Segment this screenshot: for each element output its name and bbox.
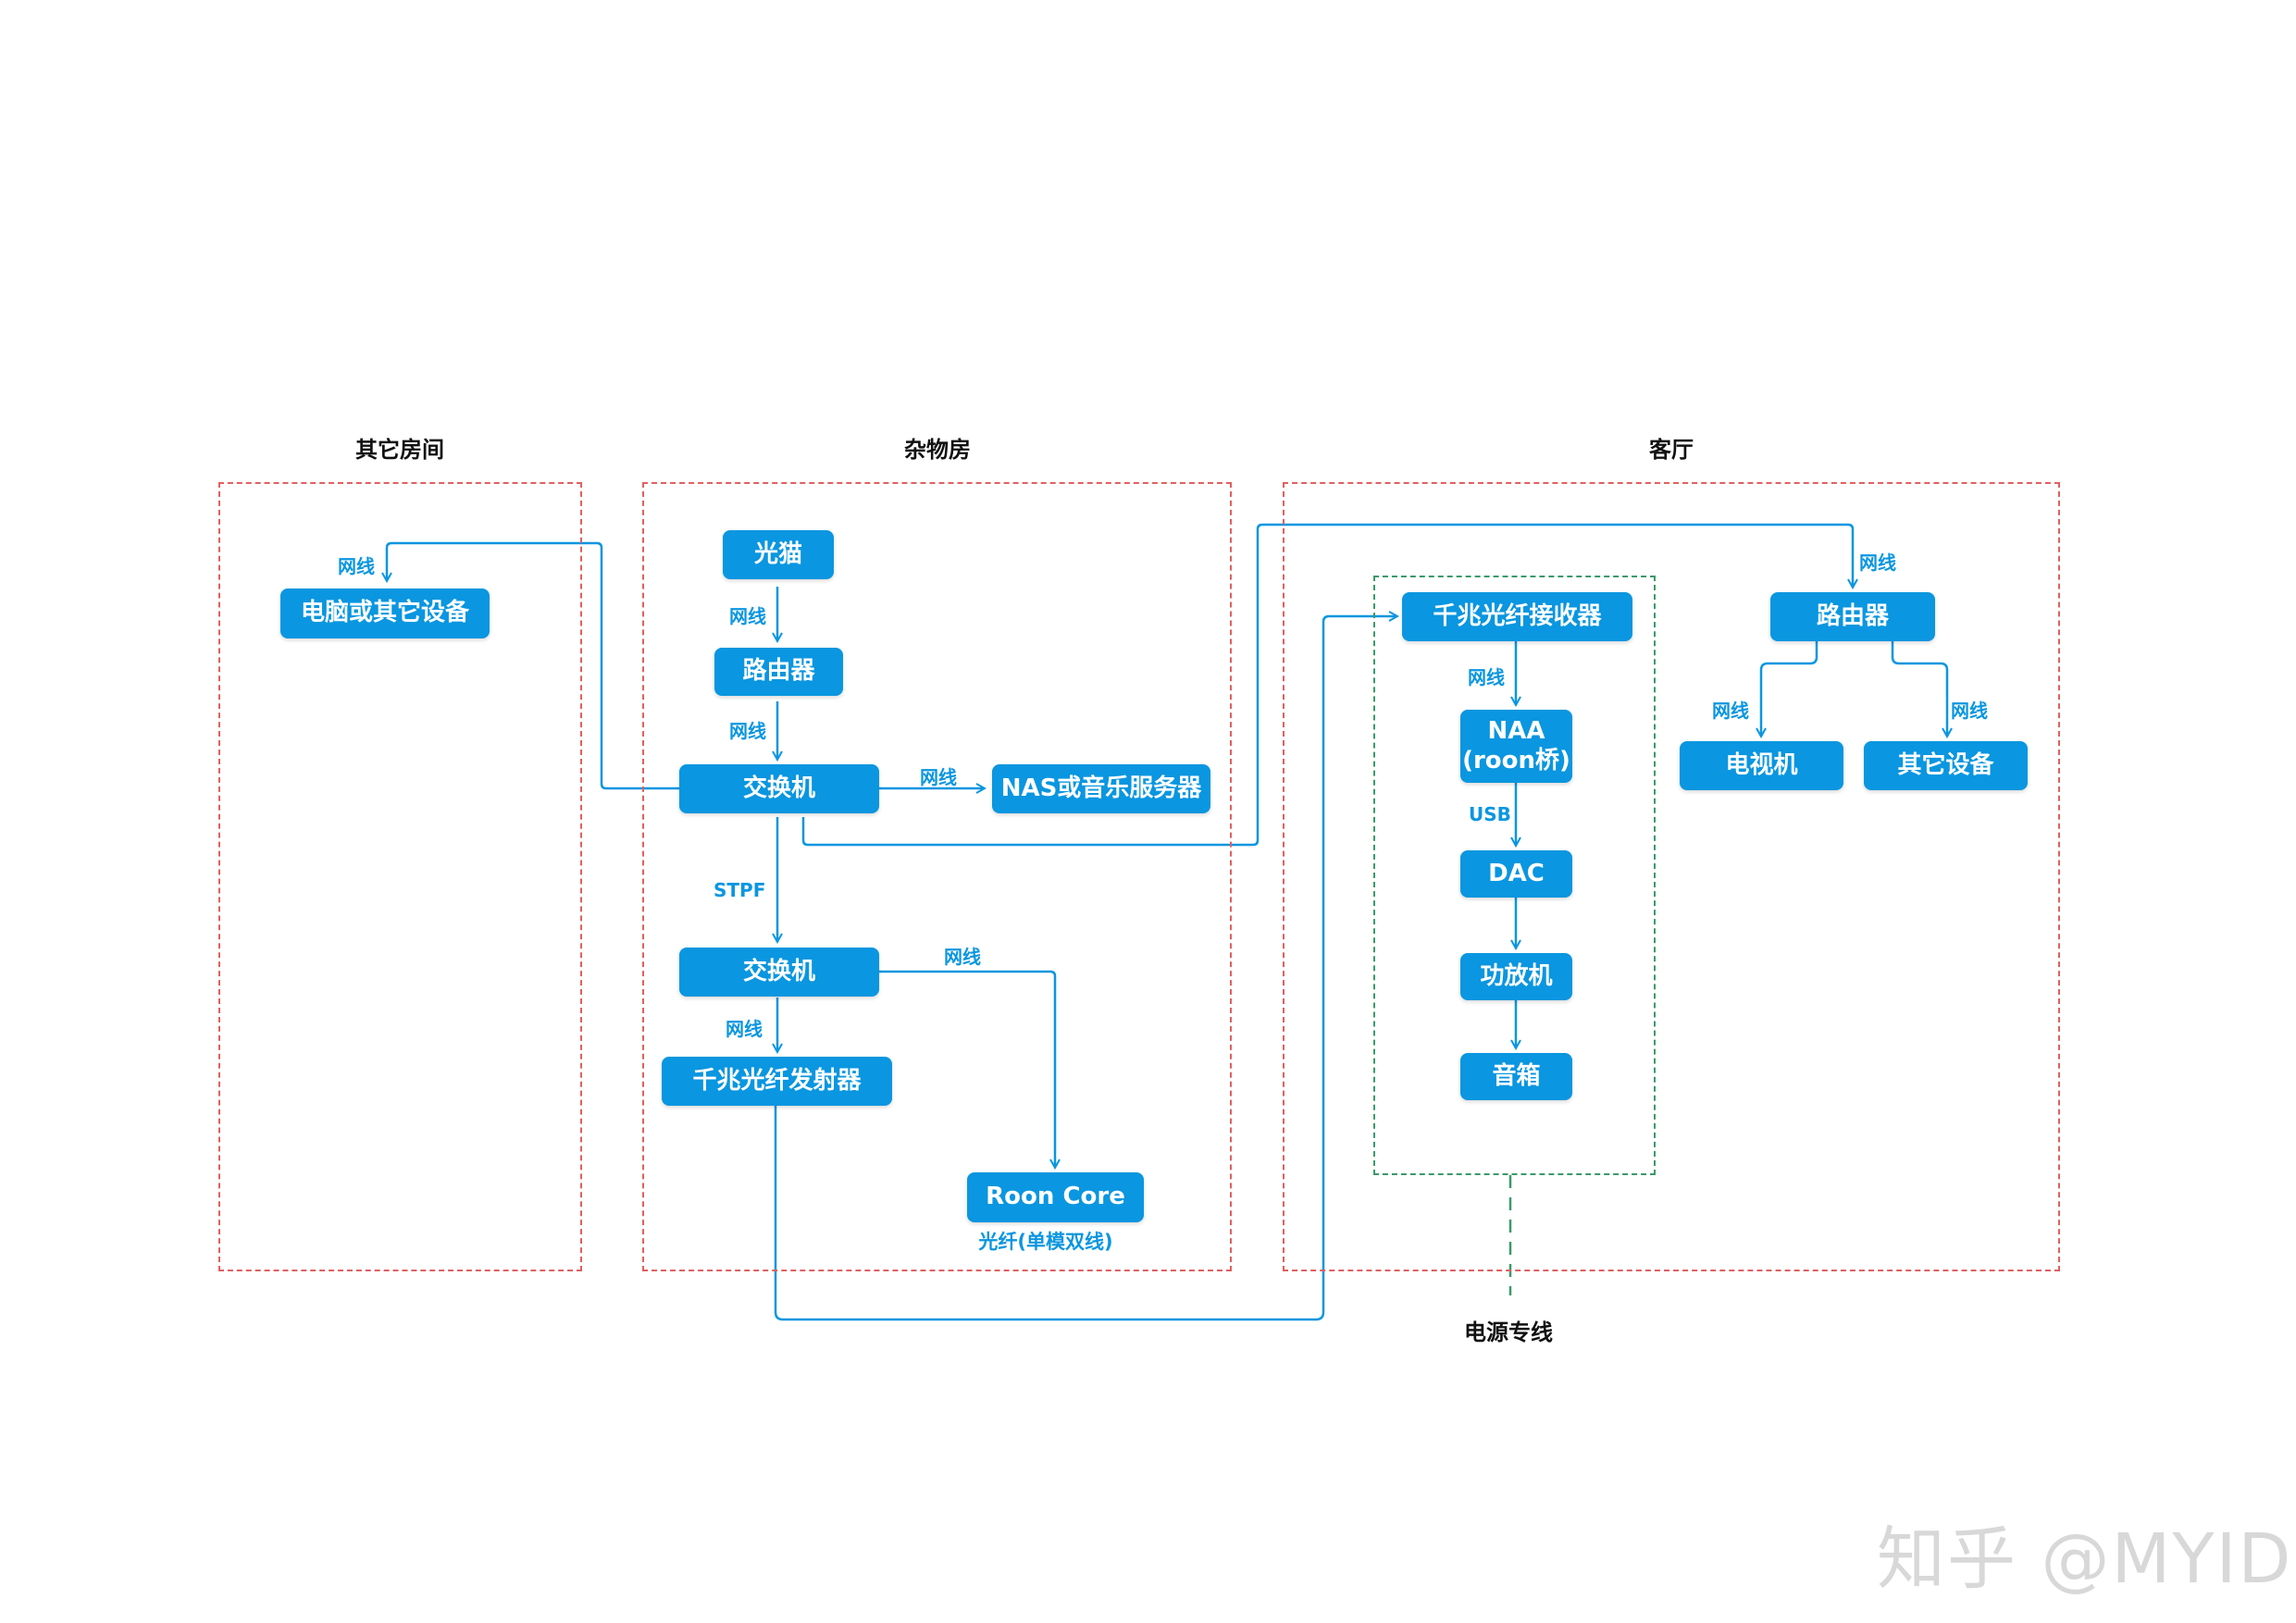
edge-label-pc: 网线 (338, 555, 375, 577)
edge-label-nas: 网线 (920, 766, 957, 788)
edge-router-others (1891, 641, 1947, 737)
region-storage-room (642, 482, 1232, 1271)
power-line-caption: 电源专线 (1464, 1319, 1553, 1345)
node-router-storage: 路由器 (714, 648, 843, 696)
node-nas: NAS或音乐服务器 (992, 764, 1210, 813)
node-speakers: 音箱 (1460, 1053, 1572, 1100)
node-amplifier: 功放机 (1460, 953, 1572, 1000)
edge-label-naa: 网线 (1468, 666, 1505, 688)
audio-zone (1373, 576, 1656, 1175)
edge-label-modem-router: 网线 (729, 605, 766, 627)
edge-fibertx-fiberrx (774, 616, 1397, 1321)
region-living-room (1283, 482, 2060, 1271)
edge-label-fibertx: 网线 (726, 1018, 763, 1040)
node-fiber-receiver: 千兆光纤接收器 (1402, 592, 1632, 641)
node-naa: NAA (roon桥) (1460, 710, 1572, 783)
naa-label-line1: NAA (1487, 717, 1545, 746)
edge-label-router-living: 网线 (1859, 551, 1896, 574)
edge-label-other-devices: 网线 (1951, 700, 1988, 722)
node-switch-2: 交换机 (679, 948, 879, 997)
edge-label-usb: USB (1469, 803, 1511, 825)
node-pc-other: 电脑或其它设备 (280, 588, 490, 638)
node-dac: DAC (1460, 850, 1572, 898)
region-other-room (218, 482, 582, 1271)
edge-switch2-roon (879, 970, 1055, 1168)
edge-switch1-router-living (801, 523, 1853, 847)
node-other-devices: 其它设备 (1864, 741, 2028, 790)
edge-label-router-switch: 网线 (729, 720, 766, 742)
edge-label-stpf: STPF (714, 879, 766, 901)
fiber-caption: 光纤(单模双线) (978, 1231, 1113, 1253)
naa-label-line2: (roon桥) (1462, 746, 1570, 774)
edge-switch1-pc (387, 541, 679, 790)
node-tv: 电视机 (1680, 741, 1843, 790)
node-switch-1: 交换机 (679, 764, 879, 813)
watermark: 知乎 @MYID (1877, 1519, 2293, 1599)
edge-router-tv (1761, 641, 1818, 737)
region-title-living-room: 客厅 (1649, 437, 1694, 463)
node-optical-modem: 光猫 (723, 530, 834, 579)
region-title-other-room: 其它房间 (355, 437, 444, 463)
node-roon-core: Roon Core (967, 1172, 1144, 1222)
node-router-living: 路由器 (1770, 592, 1935, 641)
node-fiber-transmitter: 千兆光纤发射器 (662, 1057, 892, 1106)
region-title-storage-room: 杂物房 (904, 437, 971, 463)
edge-label-roon: 网线 (944, 946, 981, 968)
edge-label-tv: 网线 (1712, 700, 1749, 722)
